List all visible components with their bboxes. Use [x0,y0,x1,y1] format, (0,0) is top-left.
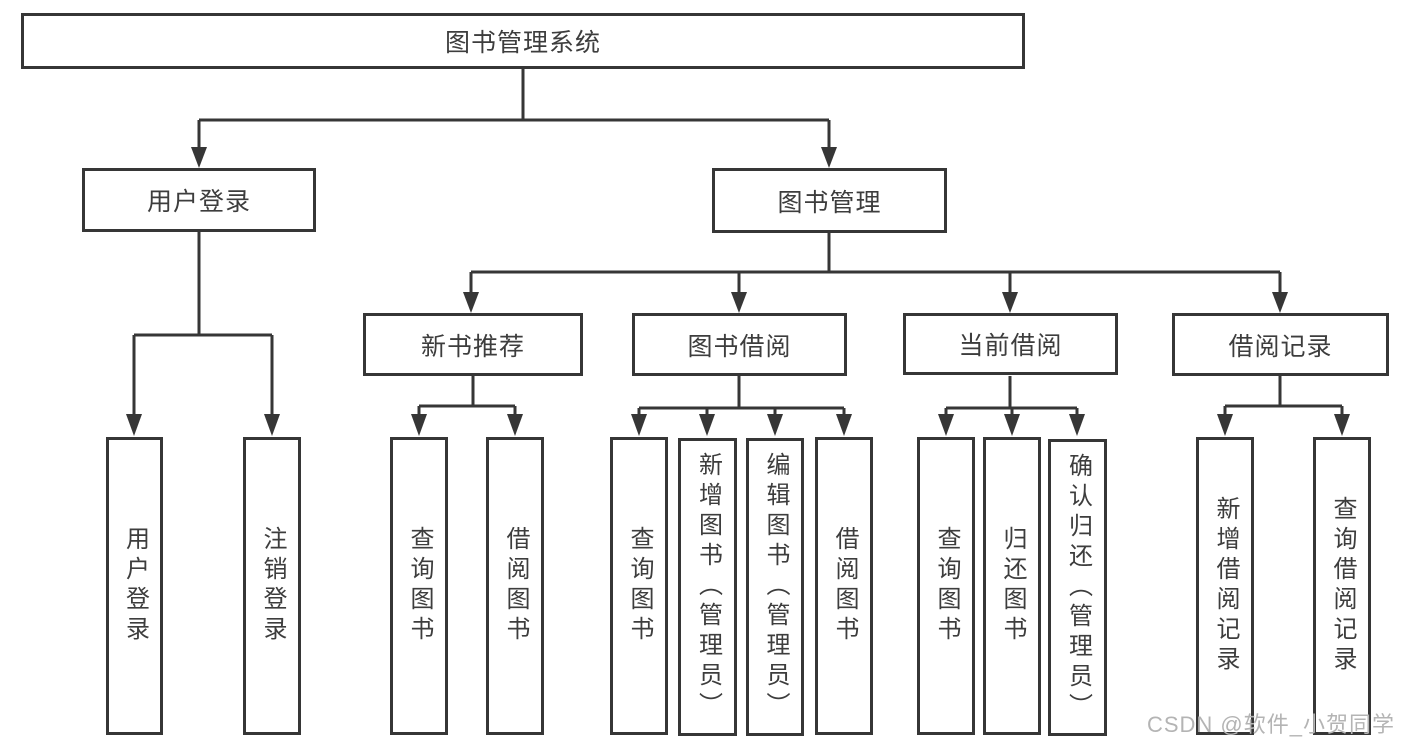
leaf-query-books-borrow: 查询图书 [610,437,668,735]
leaf-borrow-books: 借阅图书 [815,437,873,735]
node-borrow-records: 借阅记录 [1172,313,1389,376]
node-current-borrowing: 当前借阅 [903,313,1118,375]
leaf-query-books-current: 查询图书 [917,437,975,735]
leaf-query-books-recommend: 查询图书 [390,437,448,735]
node-book-borrowing: 图书借阅 [632,313,847,376]
node-new-book-recommend: 新书推荐 [363,313,583,376]
leaf-return-books: 归还图书 [983,437,1041,735]
leaf-user-login: 用户登录 [106,437,163,735]
leaf-confirm-return-admin: 确认归还（管理员） [1048,439,1107,736]
leaf-logout: 注销登录 [243,437,301,735]
node-library-system: 图书管理系统 [21,13,1025,69]
leaf-borrow-books-recommend: 借阅图书 [486,437,544,735]
leaf-add-books-admin: 新增图书（管理员） [678,438,737,736]
leaf-edit-books-admin: 编辑图书（管理员） [746,438,804,736]
node-user-login: 用户登录 [82,168,316,232]
leaf-query-borrow-record: 查询借阅记录 [1313,437,1371,735]
csdn-watermark: CSDN @软件_小贺同学 [1146,712,1395,737]
leaf-add-borrow-record: 新增借阅记录 [1196,437,1254,735]
node-book-management: 图书管理 [712,168,947,233]
